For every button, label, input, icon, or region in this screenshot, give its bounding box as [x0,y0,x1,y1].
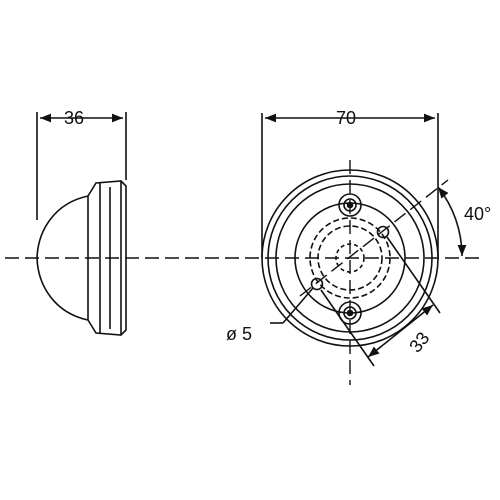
front-diameter-label: 70 [336,108,356,128]
angle-dimension [437,186,467,257]
side-depth-dimension [36,112,127,220]
rim-ring [267,175,433,341]
hole-spacing-label: 33 [405,328,433,356]
top-mounting-screw [338,193,362,217]
hidden-socket-inner [317,225,383,291]
side-view-lens [36,195,89,321]
extension-line [320,289,375,367]
angle-arc [437,186,467,257]
dimension-line [367,304,434,358]
side-view [36,180,127,336]
mounting-hole-upper-right [376,225,390,239]
leader-line [282,287,314,324]
hole-axis-line [299,179,449,297]
hole-diameter-label: ø 5 [226,324,252,344]
bottom-mounting-screw [338,301,362,325]
angle-label: 40° [464,204,491,224]
hole-spacing-dimension [320,236,441,367]
extension-line [386,236,441,314]
hidden-socket [309,217,391,299]
side-view-housing [87,180,127,336]
hidden-bulb [335,243,365,273]
mounting-hole-lower-left [310,277,324,291]
hole-diameter-leader [270,287,314,324]
side-depth-label: 36 [64,108,84,128]
